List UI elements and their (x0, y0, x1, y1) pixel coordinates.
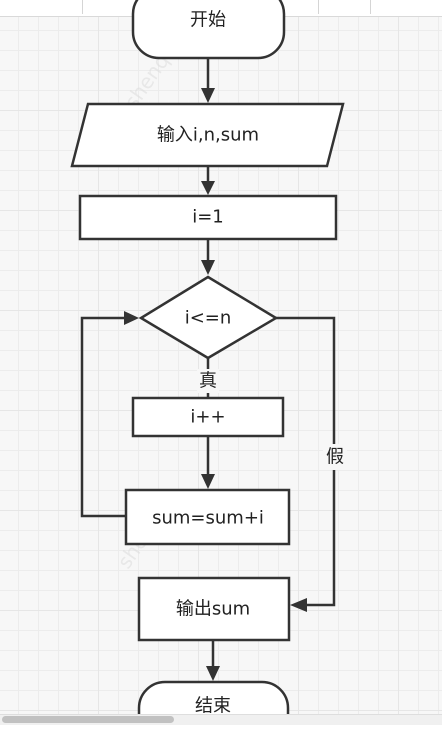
accumulate-node[interactable]: sum=sum+i (124, 488, 291, 546)
increment-node-label: i++ (190, 407, 225, 428)
accumulate-node-label: sum=sum+i (152, 508, 264, 529)
input-node[interactable]: 输入i,n,sum (70, 102, 345, 168)
condition-node-label: i<=n (185, 308, 232, 329)
start-node-label: 开始 (190, 10, 226, 31)
flowchart: shenqi shenqi (70, 0, 347, 715)
increment-node[interactable]: i++ (131, 396, 285, 438)
end-node[interactable]: 结束 (137, 680, 290, 715)
start-node[interactable]: 开始 (131, 0, 286, 60)
horizontal-scrollbar-thumb[interactable] (2, 716, 174, 723)
connector-start-input (201, 58, 215, 103)
true-branch-label: 真 (197, 369, 219, 393)
toolbar-separator (318, 0, 319, 14)
connector-incr-accum (201, 436, 215, 489)
connector-loop-back (80, 311, 139, 518)
false-branch-label: 假 (323, 444, 347, 470)
connector-input-init (201, 166, 215, 195)
bottom-strip (0, 725, 442, 736)
end-node-label: 结束 (195, 696, 231, 715)
true-label-text: 真 (199, 371, 217, 392)
connector-output-end (206, 640, 220, 681)
horizontal-scrollbar[interactable] (0, 714, 442, 725)
connector-init-cond (201, 239, 215, 275)
output-node[interactable]: 输出sum (137, 576, 291, 642)
toolbar-separator (82, 0, 83, 14)
output-node-label: 输出sum (176, 599, 250, 620)
toolbar-separator (370, 0, 371, 14)
init-node-label: i=1 (192, 207, 224, 228)
input-node-label: 输入i,n,sum (157, 125, 259, 146)
condition-node[interactable]: i<=n (138, 275, 279, 360)
false-label-text: 假 (326, 447, 344, 468)
init-node[interactable]: i=1 (78, 194, 338, 241)
